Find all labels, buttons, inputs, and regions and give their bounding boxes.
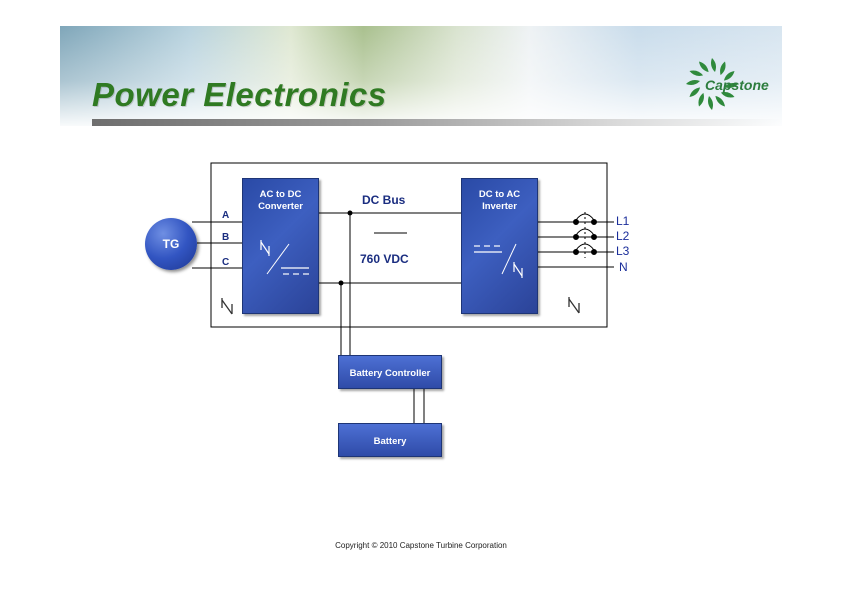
ac-wave-icon-left xyxy=(221,298,233,315)
header-banner xyxy=(60,26,782,126)
output-label-l2: L2 xyxy=(616,229,630,243)
enclosure-frame xyxy=(210,162,608,328)
output-label-l3: L3 xyxy=(616,244,630,258)
logo-text: Capstone xyxy=(705,77,769,93)
capstone-logo-icon xyxy=(686,58,738,110)
dc-ac-inverter-block: DC to AC Inverter xyxy=(461,178,538,314)
battery-controller-block: Battery Controller xyxy=(338,355,442,389)
ac-to-dc-symbol-icon xyxy=(260,240,309,275)
phase-label-b: B xyxy=(222,232,230,243)
dc-bus-label: DC Bus xyxy=(362,193,406,207)
dc-to-ac-symbol-icon xyxy=(474,243,523,278)
battery-label: Battery xyxy=(373,436,407,447)
ac-dc-converter-block: AC to DC Converter xyxy=(242,178,319,314)
copyright-footer: Copyright © 2010 Capstone Turbine Corpor… xyxy=(335,541,507,550)
phase-label-a: A xyxy=(222,210,230,221)
converter-label-line2: Converter xyxy=(258,201,303,212)
inverter-label-line2: Inverter xyxy=(482,201,517,212)
ac-wave-icon-right xyxy=(568,297,580,314)
banner-fade xyxy=(60,26,782,126)
title-underline xyxy=(92,119,782,126)
output-label-l1: L1 xyxy=(616,214,630,228)
page-title: Power Electronics xyxy=(92,76,387,113)
inverter-label-line1: DC to AC xyxy=(478,189,521,200)
converter-label-line1: AC to DC xyxy=(259,189,302,200)
battery-block: Battery xyxy=(338,423,442,457)
phase-label-c: C xyxy=(222,257,230,268)
turbine-generator: TG xyxy=(145,218,197,270)
dc-voltage-label: 760 VDC xyxy=(360,252,409,266)
breaker-contacts-icon xyxy=(573,212,597,258)
output-label-n: N xyxy=(619,260,628,274)
battery-controller-label: Battery Controller xyxy=(349,368,431,379)
